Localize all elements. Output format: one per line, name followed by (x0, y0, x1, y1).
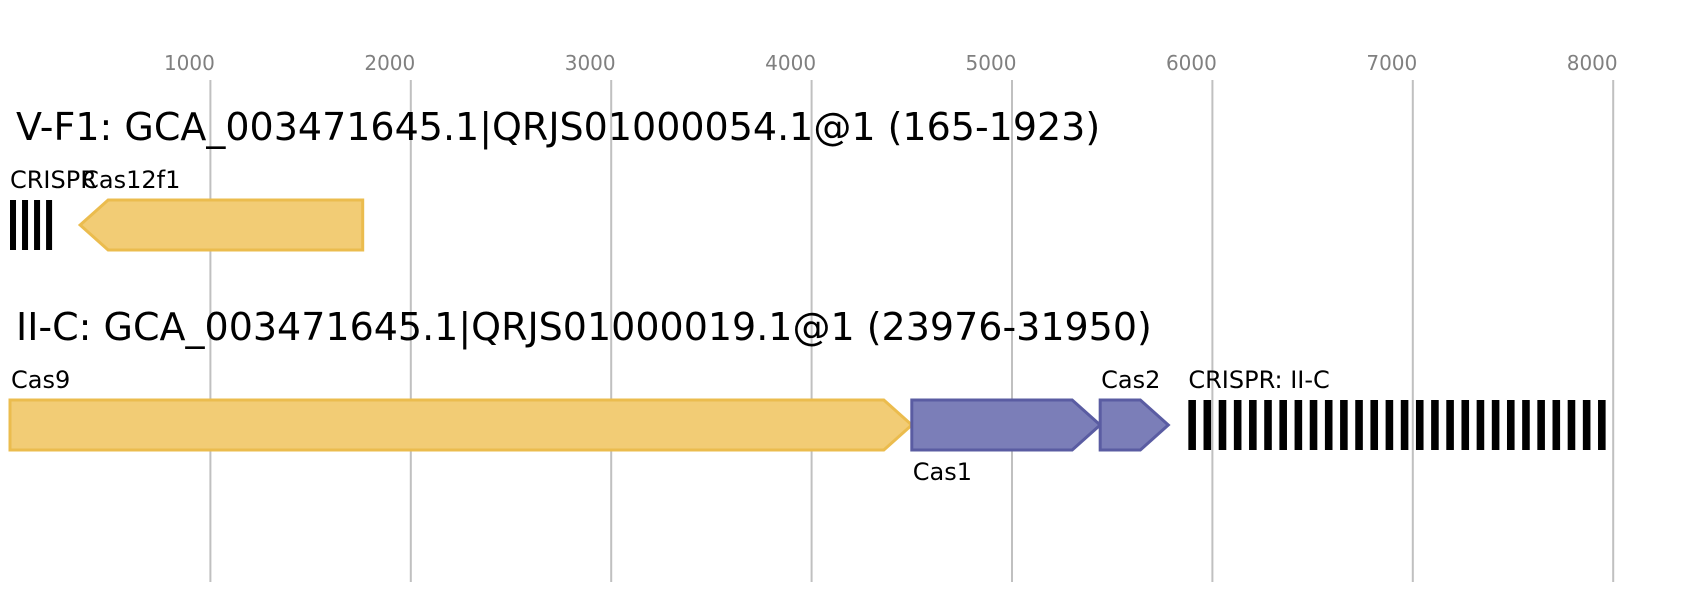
gene-arrow-cas12f1[interactable] (77, 198, 365, 252)
tick-label-1000: 1000 (164, 51, 215, 75)
track-title-ii-c: II-C: GCA_003471645.1|QRJS01000019.1@1 (… (16, 305, 1152, 350)
tick-label-6000: 6000 (1166, 51, 1217, 75)
crispr-repeat (1506, 400, 1515, 450)
crispr-repeat (1324, 400, 1333, 450)
crispr-repeat (1249, 400, 1257, 450)
tick-label-2000: 2000 (364, 51, 415, 75)
gene-label-cas2: Cas2 (1101, 366, 1160, 394)
crispr-repeat (1446, 400, 1454, 450)
crispr-repeat (1340, 400, 1348, 450)
crispr-repeat (1598, 400, 1606, 450)
gene-label-cas1: Cas1 (913, 458, 972, 486)
gene-arrow-cas9[interactable] (8, 398, 915, 452)
crispr-repeat (1233, 400, 1242, 450)
crispr-repeat (1415, 400, 1424, 450)
crispr-repeat (1188, 400, 1196, 450)
crispr-array-crispr (10, 200, 53, 250)
crispr-repeat (1385, 400, 1394, 450)
crispr-repeat (1476, 400, 1485, 450)
crispr-label-crispr-ii-c: CRISPR: II-C (1188, 366, 1329, 394)
crispr-repeat (1582, 400, 1591, 450)
gene-label-cas9: Cas9 (11, 366, 70, 394)
crispr-array-crispr-ii-c (1188, 400, 1606, 450)
crispr-repeat (1537, 400, 1545, 450)
tick-label-5000: 5000 (966, 51, 1017, 75)
track-title-v-f1: V-F1: GCA_003471645.1|QRJS01000054.1@1 (… (16, 105, 1100, 150)
track-ii-c: II-C: GCA_003471645.1|QRJS01000019.1@1 (… (8, 305, 1606, 486)
tick-label-8000: 8000 (1567, 51, 1618, 75)
crispr-repeat (1294, 400, 1303, 450)
gene-arrow-cas2[interactable] (1098, 398, 1171, 452)
crispr-repeat (1567, 400, 1576, 450)
crispr-repeat (1279, 400, 1287, 450)
axis-ticks: 1000 2000 3000 4000 5000 6000 7000 8000 (164, 51, 1618, 75)
crispr-repeat (1264, 400, 1272, 450)
gene-arrow-cas1[interactable] (910, 398, 1103, 452)
crispr-repeat (1355, 400, 1363, 450)
crispr-repeat (1522, 400, 1530, 450)
crispr-repeat (34, 200, 41, 250)
crispr-repeat (22, 200, 29, 250)
crispr-repeat (1218, 400, 1227, 450)
crispr-repeat (1491, 400, 1500, 450)
tick-label-4000: 4000 (765, 51, 816, 75)
crispr-repeat (1400, 400, 1409, 450)
crispr-repeat (1203, 400, 1212, 450)
crispr-repeat (1552, 400, 1561, 450)
tick-label-7000: 7000 (1366, 51, 1417, 75)
crispr-repeat (1461, 400, 1470, 450)
crispr-repeat (10, 200, 17, 250)
track-v-f1: V-F1: GCA_003471645.1|QRJS01000054.1@1 (… (10, 105, 1100, 252)
grid-layer (209, 80, 1615, 582)
crispr-repeat (46, 200, 53, 250)
tick-label-3000: 3000 (565, 51, 616, 75)
gene-label-cas12f1: Cas12f1 (82, 166, 180, 194)
crispr-label-crispr: CRISPR (10, 166, 97, 194)
crispr-repeat (1370, 400, 1379, 450)
crispr-repeat (1309, 400, 1318, 450)
crispr-repeat (1431, 400, 1439, 450)
